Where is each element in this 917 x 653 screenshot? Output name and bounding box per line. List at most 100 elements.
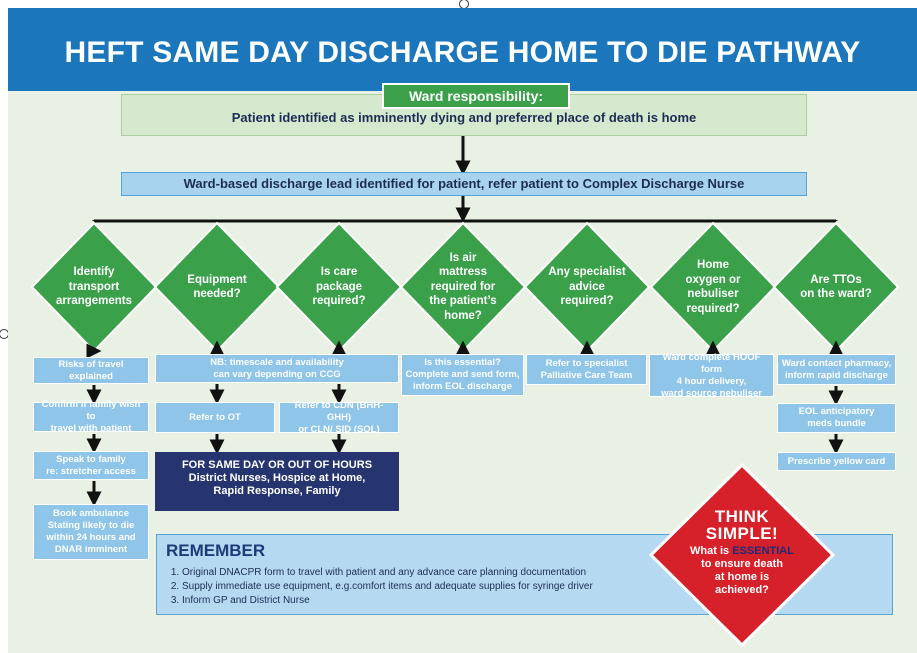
decision-line: arrangements: [55, 295, 133, 308]
remember-item: Original DNACPR form to travel with pati…: [182, 566, 593, 580]
decision-diamond: [30, 221, 158, 353]
box-text: Prescribe yellow card: [788, 456, 886, 468]
connector-layer: [30, 136, 900, 507]
decision-line: Equipment: [187, 273, 247, 286]
think-simple-text: THINK SIMPLE! What is ESSENTIAL to ensur…: [663, 508, 821, 597]
remember-item: Inform GP and District Nurse: [182, 594, 593, 608]
box-text-line: Prescribe yellow card: [787, 455, 886, 467]
decision-line: advice: [569, 280, 605, 293]
box-text-line: EOL anticipatory: [798, 406, 875, 417]
decision-line: required?: [312, 295, 366, 308]
remember-item: Supply immediate use equipment, e.g.comf…: [182, 580, 593, 594]
box-prescribe-yellow-card: Prescribe yellow card: [777, 452, 896, 471]
decision-line: required?: [560, 295, 614, 308]
box-text-line: DNAR imminent: [54, 544, 128, 555]
box-text-line: 4 hour delivery,: [676, 375, 747, 387]
discharge-lead-box: Ward-based discharge lead identified for…: [121, 172, 807, 196]
box-is-essential: Is this essential?Complete and send form…: [401, 354, 524, 396]
decision-line: the patient’s: [429, 295, 497, 308]
decision-line: needed?: [193, 288, 241, 300]
box-text-line: or CLN/ SID (SOL): [298, 423, 380, 435]
box-text-line: Is this essential?: [424, 357, 501, 368]
box-text-line: FOR SAME DAY OR OUT OF HOURS: [181, 459, 373, 471]
think-question-start: What is: [690, 545, 733, 557]
decision-line: Is air: [449, 251, 477, 264]
box-refer-cdn: Refer to CDN (BHH-GHH)or CLN/ SID (SOL): [279, 399, 399, 435]
box-text-line: inform EOL discharge: [412, 381, 513, 392]
box-text-line: Ward complete HOOF form: [662, 351, 761, 375]
think-line: to ensure death: [701, 558, 783, 570]
box-text-line: Refer to OT: [189, 411, 241, 423]
box-text-line: NB: timescale and availability: [210, 356, 344, 368]
decision-diamond-label: Are TTOs on the ward?: [786, 273, 886, 302]
decision-line: required for: [430, 280, 496, 293]
box-refer-ot: Refer to OT: [155, 402, 275, 433]
ward-responsibility-box: Patient identified as imminently dying a…: [121, 94, 807, 136]
decision-diamond-label: Equipment needed?: [167, 273, 267, 302]
decision-line: transport: [68, 280, 120, 293]
box-text-line: ward source nebuliser: [661, 387, 762, 399]
simple-heading: SIMPLE!: [705, 524, 779, 543]
box-text-line: Complete and send form,: [405, 369, 520, 380]
box-text-line: District Nurses, Hospice at Home,: [188, 472, 366, 484]
decision-line: Any specialist: [548, 266, 626, 279]
box-text-line: meds bundle: [807, 418, 866, 429]
box-text-line: Risks of travel explained: [58, 358, 124, 382]
box-text: Risks of travel explained: [37, 359, 145, 383]
remember-list: Original DNACPR form to travel with pati…: [166, 566, 593, 608]
decision-line: required?: [686, 302, 740, 315]
decision-line: oxygen or: [685, 273, 741, 286]
decision-line: Identify: [73, 266, 115, 279]
box-text-line: within 24 hours and: [46, 532, 136, 543]
box-text-line: Stating likely to die: [47, 520, 135, 531]
think-line: at home is: [714, 571, 770, 583]
think-simple-diamond: [648, 462, 836, 648]
box-text-line: Ward contact pharmacy,: [781, 357, 892, 369]
think-line: achieved?: [715, 584, 769, 596]
decision-line: home?: [444, 309, 482, 322]
think-heading: THINK: [714, 507, 770, 526]
essential-highlight: ESSENTIAL: [732, 545, 794, 557]
remember-heading: REMEMBER: [166, 541, 266, 560]
page-title: HEFT SAME DAY DISCHARGE HOME TO DIE PATH…: [64, 36, 861, 69]
think-question: What is ESSENTIAL: [663, 545, 821, 558]
title-banner: HEFT SAME DAY DISCHARGE HOME TO DIE PATH…: [8, 8, 917, 91]
box-text-line: Speak to family: [56, 453, 126, 465]
decision-line: package: [315, 280, 363, 293]
box-contact-pharmacy: Ward contact pharmacy,inform rapid disch…: [777, 354, 896, 385]
decision-line: on the ward?: [800, 288, 872, 300]
box-text: Ward contact pharmacy,inform rapid disch…: [782, 358, 891, 382]
decision-line: Are TTOs: [810, 273, 862, 286]
pathway-poster: HEFT SAME DAY DISCHARGE HOME TO DIE PATH…: [8, 8, 917, 653]
box-text-line: travel with patient: [50, 423, 132, 434]
box-text: Refer to OT: [189, 412, 241, 424]
decision-line: Home: [697, 259, 729, 271]
box-text: Is this essential?Complete and send form…: [405, 357, 519, 393]
box-text-line: Book ambulance: [52, 508, 129, 519]
box-text-line: inform rapid discharge: [785, 369, 888, 381]
box-text-line: can vary depending on CCG: [213, 368, 341, 380]
ward-responsibility-label: Ward responsibility:: [382, 83, 570, 109]
box-text-line: Refer to CDN (BHH-GHH): [294, 399, 384, 423]
box-text-line: Refer to specialist: [545, 357, 628, 369]
decision-line: nebuliser: [687, 288, 739, 300]
